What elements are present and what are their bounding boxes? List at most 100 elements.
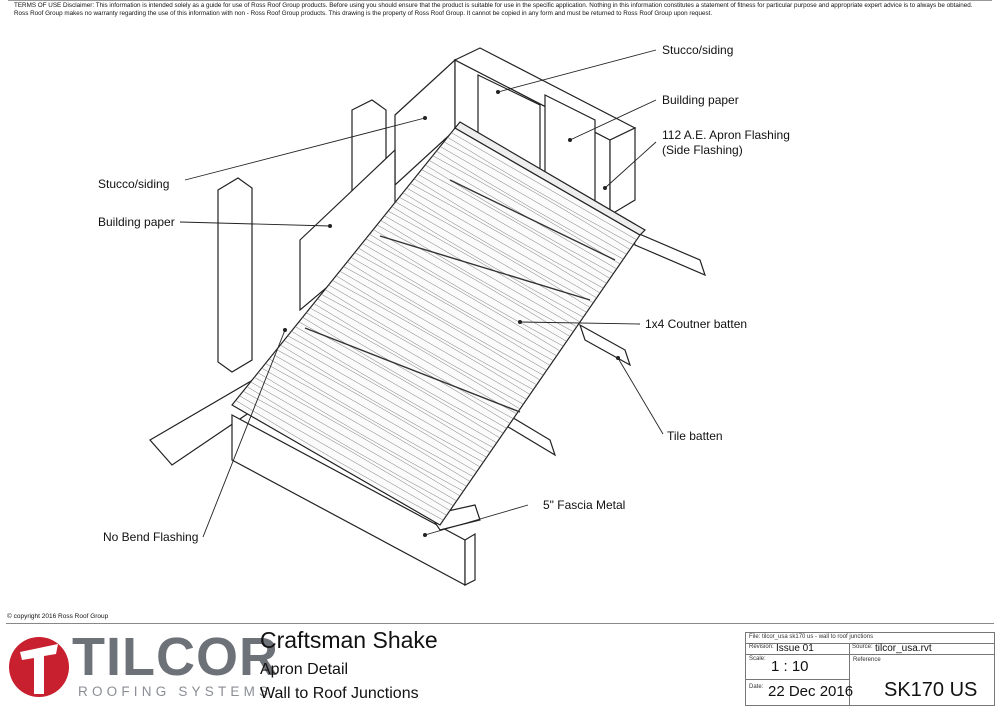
tile-grain-line <box>250 381 457 502</box>
tile-grain-line <box>425 164 614 274</box>
disclaimer: TERMS OF USE Disclaimer: This informatio… <box>14 2 994 18</box>
revision-value: Issue 01 <box>776 643 814 654</box>
tile-grain-line <box>369 233 564 347</box>
tile-grain-line <box>276 349 481 468</box>
tile-grain-line <box>269 358 474 477</box>
tile-grain-line <box>313 303 514 419</box>
tile-grain-line <box>432 155 621 265</box>
tile-grain-line <box>358 247 554 361</box>
tile-grain-line <box>380 220 574 332</box>
tile-grain-line <box>287 335 491 453</box>
reference-value: SK170 US <box>884 679 978 701</box>
disclaimer-line-2: Ross Roof Group makes no warranty regard… <box>14 10 713 17</box>
tile-grain-line <box>350 257 547 371</box>
top-border <box>8 0 992 1</box>
tile-grain-line <box>443 141 631 250</box>
tile-grain-line <box>309 307 511 424</box>
tile-battens <box>498 228 706 457</box>
tile-grain-line <box>361 243 557 357</box>
rafter-left <box>149 99 387 466</box>
tile-grain-line <box>417 173 607 284</box>
tile-grain-line <box>421 169 611 279</box>
tile-grain-line <box>395 201 587 313</box>
drawing-title: Craftsman Shake <box>260 627 438 653</box>
tb-scale: Scale: 1 : 10 <box>746 655 849 680</box>
drawing-subtitle-2: Wall to Roof Junctions <box>260 685 419 702</box>
tile-grain-line <box>387 210 581 323</box>
tile-grain-line <box>324 289 524 405</box>
tile-grain-line <box>295 326 497 444</box>
tile-grain-line <box>335 275 534 390</box>
source-value: tilcor_usa.rvt <box>875 643 932 654</box>
logo-tagline: ROOFING SYSTEMS <box>78 684 273 699</box>
tilcor-logo-icon <box>9 637 69 697</box>
tile-grain-line <box>321 293 521 410</box>
file-value: tilcor_usa sk170 us - wall to roof junct… <box>762 634 874 640</box>
tile-grain-line <box>343 266 541 381</box>
copyright: © copyright 2016 Ross Roof Group <box>7 613 109 620</box>
revision-label: Revision: <box>749 644 774 650</box>
tile-grain-line <box>410 183 601 294</box>
tile-grain-line <box>391 206 584 318</box>
label-building-paper-right: Building paper <box>662 93 739 107</box>
fascia <box>231 413 481 587</box>
tile-grain-line <box>239 395 447 516</box>
title-block: File: tilcor_usa sk170 us - wall to roof… <box>745 632 995 706</box>
tile-grain-line <box>243 390 451 511</box>
tile-texture <box>235 132 637 521</box>
reference-label: Reference <box>853 657 881 663</box>
label-building-paper-left: Building paper <box>98 215 175 229</box>
tile-grain-line <box>354 252 551 366</box>
tile-grain-line <box>406 187 597 299</box>
scale-label: Scale: <box>749 656 766 662</box>
tb-revision: Revision: Issue 01 <box>746 643 849 655</box>
tile-grain-line <box>272 354 477 473</box>
tile-grain-line <box>291 330 494 448</box>
tile-grain-line <box>447 137 634 245</box>
label-no-bend-flashing: No Bend Flashing <box>103 530 199 544</box>
tile-grain-line <box>365 238 561 352</box>
label-apron-flashing: 112 A.E. Apron Flashing <box>662 128 790 142</box>
tile-grain-line <box>328 284 527 400</box>
tile-grain-line <box>302 317 504 434</box>
tile-grain-line <box>306 312 507 429</box>
tile-grain-line <box>280 344 484 463</box>
footer-divider <box>6 623 994 624</box>
course-lines <box>304 179 616 413</box>
leader-dots <box>283 90 620 537</box>
date-value: 22 Dec 2016 <box>768 683 854 700</box>
tile-grain-line <box>283 340 487 458</box>
label-counter-batten: 1x4 Coutner batten <box>645 317 748 331</box>
label-tile-batten: Tile batten <box>667 429 723 443</box>
label-fascia-metal: 5" Fascia Metal <box>543 498 626 512</box>
tb-file-row: File: tilcor_usa sk170 us - wall to roof… <box>746 633 994 644</box>
tb-divider <box>849 643 850 705</box>
tile-grain-line <box>261 367 467 487</box>
tile-grain-line <box>436 150 624 260</box>
tile-grain-line <box>317 298 517 415</box>
tile-grain-line <box>384 215 577 328</box>
tile-grain-line <box>332 280 531 395</box>
label-side-flashing: (Side Flashing) <box>662 143 743 157</box>
tile-grain-line <box>413 178 604 289</box>
tile-grain-line <box>257 372 464 492</box>
scale-value: 1 : 10 <box>771 658 809 675</box>
tile-grain-line <box>339 270 537 386</box>
file-label: File: <box>749 634 761 640</box>
disclaimer-line-1: TERMS OF USE Disclaimer: This informatio… <box>14 2 973 9</box>
date-label: Date: <box>749 684 764 690</box>
tile-grain-line <box>347 261 544 376</box>
drawing-subtitle-1: Apron Detail <box>260 661 349 678</box>
tile-grain-line <box>373 229 567 342</box>
tile-grain-line <box>246 386 454 506</box>
leader-lines <box>179 49 664 538</box>
label-stucco-right: Stucco/siding <box>662 43 734 57</box>
label-stucco-left: Stucco/siding <box>98 177 170 191</box>
source-label: Source: <box>852 644 873 650</box>
tile-grain-line <box>440 146 627 255</box>
tile-grain-line <box>265 363 471 482</box>
roof-detail-drawing <box>149 47 706 587</box>
tile-grain-line <box>254 377 461 497</box>
tile-grain-line <box>235 400 444 521</box>
logo-brand: TILCOR <box>72 627 279 687</box>
